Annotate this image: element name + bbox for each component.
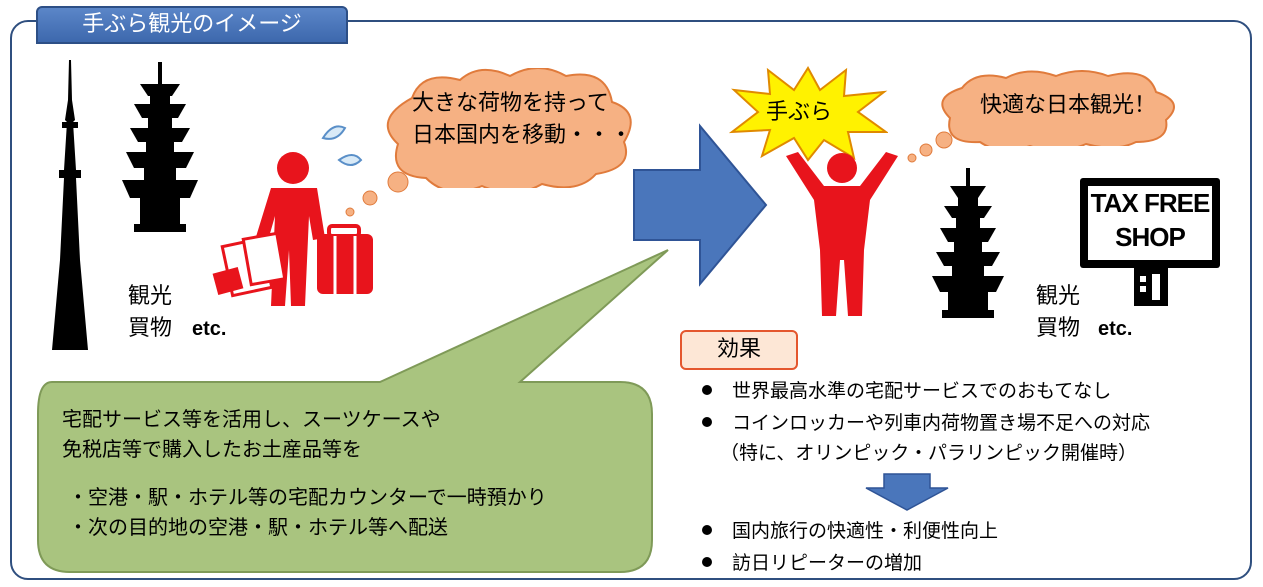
diagram-frame — [10, 20, 1252, 580]
left-thought-cloud — [386, 68, 632, 188]
skytree-icon — [52, 60, 88, 350]
right-thought-dots — [907, 131, 953, 163]
left-etc: etc. — [192, 318, 227, 340]
shop-stand-icon — [1134, 266, 1168, 306]
left-bubble-line-1: 大きな荷物を持って — [412, 91, 609, 116]
transition-arrow-icon — [633, 123, 768, 287]
down-arrow-icon — [865, 473, 949, 511]
sign-line-1: TAX FREE — [1090, 188, 1211, 218]
result-item-1: 国内旅行の快適性・利便性向上 — [702, 518, 998, 544]
sign-line-2: SHOP — [1115, 222, 1186, 252]
pagoda-icon — [122, 62, 198, 232]
burst-icon — [728, 66, 888, 162]
bullet-icon — [702, 384, 712, 395]
diagram-title: 手ぶら観光のイメージ — [36, 6, 348, 44]
burst-text: 手ぶら — [766, 100, 833, 125]
effect-item-1-text: 世界最高水準の宅配サービスでのおもてなし — [732, 380, 1112, 402]
left-label-sightseeing: 観光 — [128, 284, 173, 309]
callout-item-2: ・次の目的地の空港・駅・ホテル等へ配送 — [68, 515, 448, 539]
effect-item-2: コインロッカーや列車内荷物置き場不足への対応 — [702, 410, 1150, 436]
left-bubble-line-2: 日本国内を移動・・・ — [412, 123, 633, 148]
result-item-1-text: 国内旅行の快適性・利便性向上 — [732, 520, 999, 542]
effect-item-2-text: コインロッカーや列車内荷物置き場不足への対応 — [732, 412, 1151, 434]
callout-item-1: ・空港・駅・ホテル等の宅配カウンターで一時預かり — [68, 485, 547, 509]
left-thought-dots — [345, 171, 409, 217]
bullet-icon — [702, 556, 712, 567]
happy-person-icon — [786, 152, 898, 316]
bullet-icon — [702, 416, 712, 427]
result-item-2-text: 訪日リピーターの増加 — [732, 552, 923, 574]
pagoda-icon-right — [932, 168, 1004, 318]
effect-item-1: 世界最高水準の宅配サービスでのおもてなし — [702, 378, 1111, 404]
right-etc: etc. — [1098, 318, 1133, 340]
right-label-sightseeing: 観光 — [1036, 284, 1081, 309]
callout-line-2: 免税店等で購入したお土産品等を — [62, 437, 362, 461]
person-with-luggage-icon — [205, 120, 395, 310]
tax-free-shop-sign: TAX FREE SHOP — [1080, 178, 1220, 268]
result-item-2: 訪日リピーターの増加 — [702, 550, 922, 576]
left-label-shopping: 買物 — [128, 316, 173, 341]
right-label-shopping: 買物 — [1036, 316, 1081, 341]
right-bubble-text: 快適な日本観光！ — [980, 93, 1157, 118]
effect-note: （特に、オリンピック・パラリンピック開催時） — [720, 442, 1138, 464]
bullet-icon — [702, 524, 712, 535]
right-thought-cloud — [941, 70, 1175, 146]
callout-line-1: 宅配サービス等を活用し、スーツケースや — [62, 407, 441, 431]
effects-label: 効果 — [680, 330, 798, 370]
